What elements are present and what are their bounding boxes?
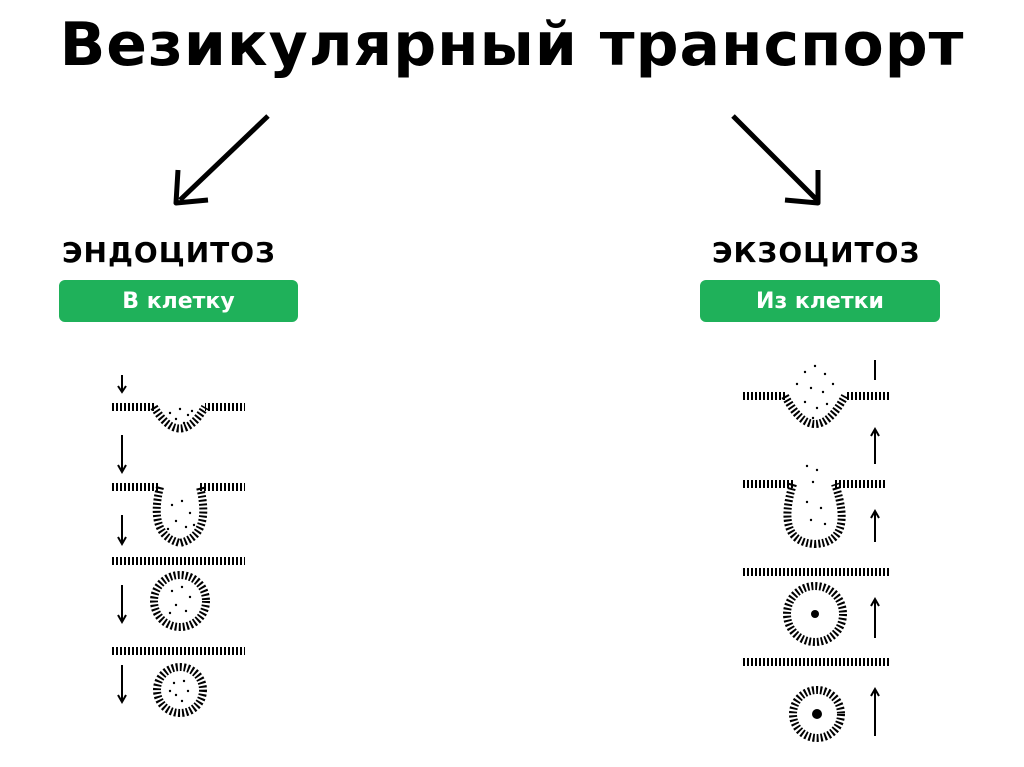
stage-pocket xyxy=(112,483,245,548)
exocytosis-label: Из клетки xyxy=(700,280,940,322)
exocytosis-heading: ЭКЗОЦИТОЗ xyxy=(712,236,921,269)
page-title: Везикулярный транспорт xyxy=(59,10,965,80)
endocytosis-diagram xyxy=(112,375,245,717)
stage-invagination xyxy=(112,403,245,433)
endocytosis-label-text: В клетку xyxy=(122,288,235,314)
stage-opening xyxy=(743,464,885,549)
arrow-left-icon xyxy=(173,114,270,206)
endocytosis-heading: ЭНДОЦИТОЗ xyxy=(62,236,276,269)
exocytosis-diagram xyxy=(743,360,890,742)
exocytosis-label-text: Из клетки xyxy=(756,288,884,314)
stage-release xyxy=(743,364,890,428)
stage-fusing xyxy=(743,568,890,646)
stage-vesicle-inside xyxy=(743,658,890,742)
down-arrow-icon xyxy=(117,375,127,705)
endocytosis-label: В клетку xyxy=(59,280,298,322)
stage-pinching xyxy=(112,557,245,631)
stage-vesicle xyxy=(112,647,245,717)
up-arrow-icon xyxy=(870,360,880,736)
arrow-right-icon xyxy=(731,114,821,206)
